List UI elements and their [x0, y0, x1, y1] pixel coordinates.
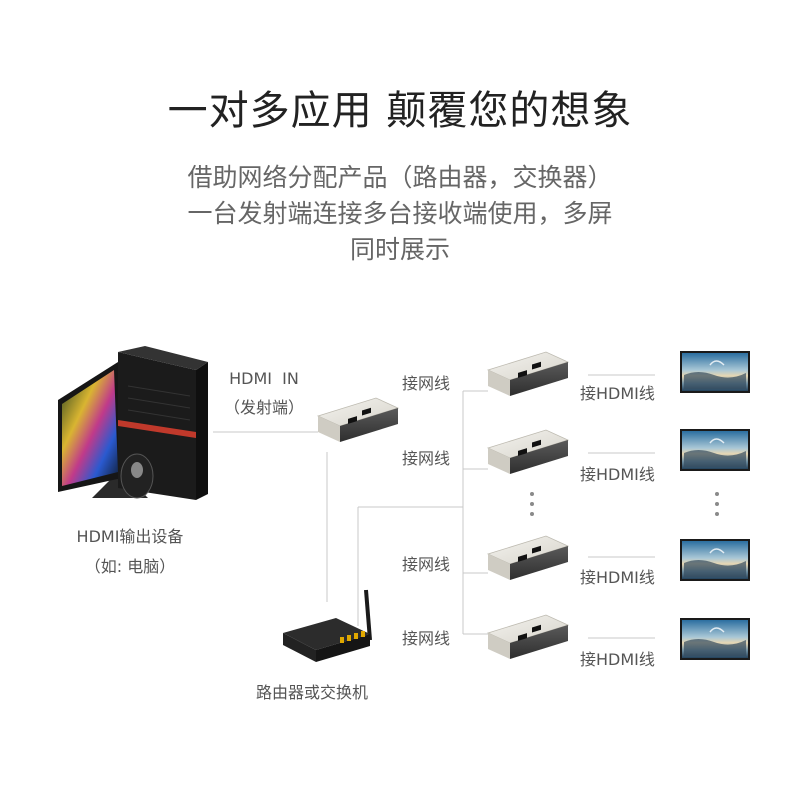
source-label: HDMI输出设备 （如: 电脑）: [62, 523, 198, 577]
cable-label-3: 接网线: [402, 551, 450, 575]
computer-illustration: [58, 346, 208, 500]
router-label: 路由器或交换机: [256, 679, 368, 703]
cable-label-2: 接网线: [402, 445, 450, 469]
receiver-device-3: [488, 536, 568, 580]
source-label-line-2: （如: 电脑）: [62, 553, 198, 577]
transmitter-device: [318, 398, 398, 442]
display-tv-4: [680, 618, 750, 660]
cable-label-1: 接网线: [402, 370, 450, 394]
hdmi-label-3: 接HDMI线: [580, 564, 655, 588]
display-tv-2: [680, 429, 750, 471]
receiver-device-4: [488, 615, 568, 659]
receiver-device-2: [488, 430, 568, 474]
source-label-line-1: HDMI输出设备: [62, 523, 198, 547]
hdmi-label-2: 接HDMI线: [580, 461, 655, 485]
hdmi-label-4: 接HDMI线: [580, 646, 655, 670]
display-tv-1: [680, 351, 750, 393]
transmitter-label-line-1: HDMI IN: [210, 369, 318, 388]
transmitter-label: HDMI IN （发射端）: [210, 369, 318, 418]
transmitter-label-line-2: （发射端）: [210, 394, 318, 418]
hdmi-label-1: 接HDMI线: [580, 380, 655, 404]
receiver-device-1: [488, 352, 568, 396]
cable-label-4: 接网线: [402, 625, 450, 649]
display-tv-3: [680, 539, 750, 581]
